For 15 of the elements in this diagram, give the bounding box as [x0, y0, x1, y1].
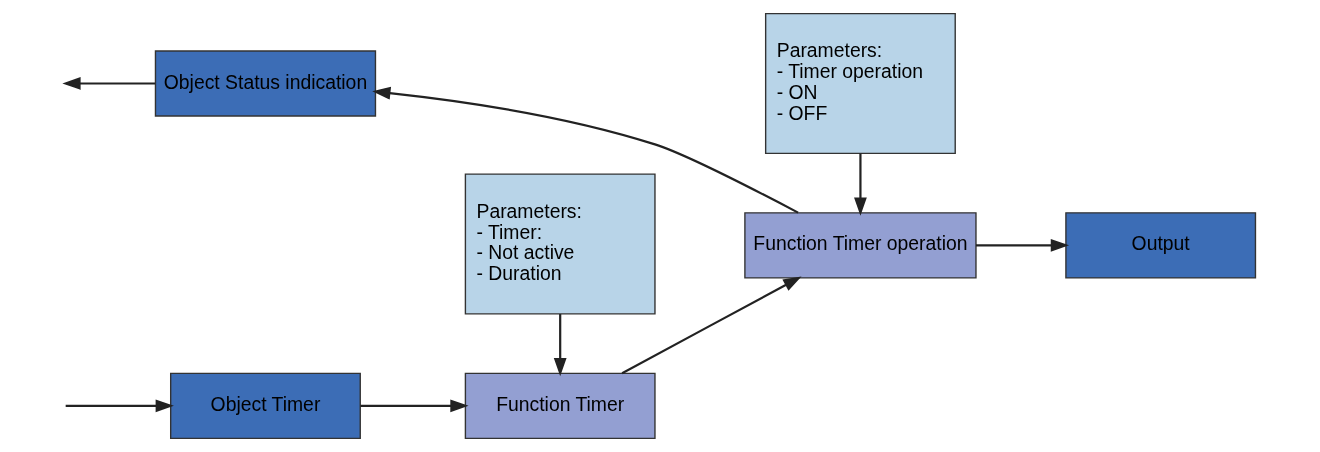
node-box: Function Timer	[464, 372, 656, 440]
node-box: Function Timer operation	[744, 212, 977, 279]
arrow	[553, 314, 567, 377]
node-box: Parameters: - Timer: - Not active - Duration	[464, 173, 656, 315]
arrow	[621, 276, 802, 375]
arrow	[854, 153, 867, 216]
node-box: Object Status indication	[154, 50, 377, 117]
node-box: Object Timer	[170, 372, 361, 440]
arrow	[360, 399, 469, 413]
node-box: Parameters: - Timer operation - ON - OFF	[764, 12, 956, 155]
arrow	[65, 399, 174, 413]
arrow	[62, 77, 156, 90]
node-box: Output	[1065, 212, 1257, 279]
arrow	[372, 86, 799, 214]
arrow	[976, 238, 1070, 252]
